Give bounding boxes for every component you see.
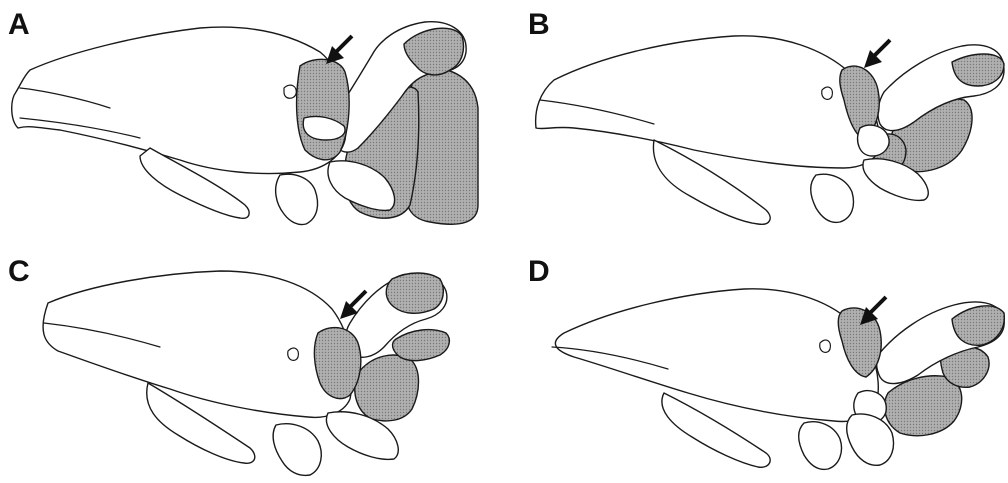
panel-label-c: C xyxy=(8,257,30,287)
shaded-lobe-rear-c xyxy=(355,355,419,421)
embryo-drawing-c xyxy=(0,243,500,483)
panel-d: D xyxy=(504,243,1008,483)
embryo-drawing-a xyxy=(0,0,500,240)
shaded-lobe-rear-d xyxy=(884,376,961,436)
embryo-drawing-b xyxy=(504,0,1008,240)
panel-c: C xyxy=(0,243,500,483)
snout-b xyxy=(858,125,889,156)
embryo-drawing-d xyxy=(504,243,1008,483)
shaded-limb-tip-c xyxy=(386,273,443,313)
panel-label-d: D xyxy=(528,257,550,287)
panel-a: A xyxy=(0,0,500,240)
body-outline-b xyxy=(536,36,880,168)
shaded-head-lobe-a xyxy=(297,59,350,159)
foot-one-a xyxy=(276,174,318,224)
foot-one-b xyxy=(811,174,854,222)
foot-two-d xyxy=(847,414,894,465)
panel-label-b: B xyxy=(528,10,550,40)
panel-b: B xyxy=(504,0,1008,240)
foot-one-d xyxy=(799,422,842,470)
body-outline-d xyxy=(555,289,878,422)
body-outline-c xyxy=(43,271,353,417)
foot-one-c xyxy=(273,424,321,476)
shaded-lobe-mid-c xyxy=(393,330,450,361)
panel-label-a: A xyxy=(8,10,30,40)
